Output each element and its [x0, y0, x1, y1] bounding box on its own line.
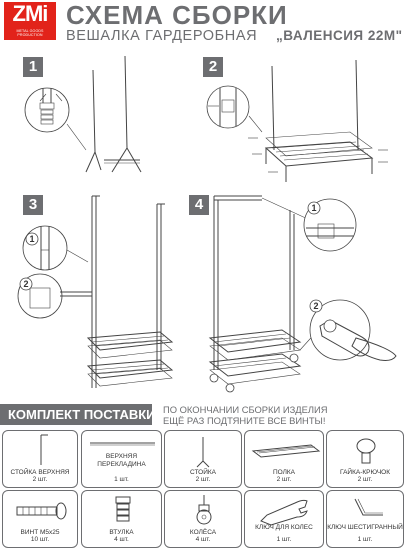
kit-item-label: СТОЙКА — [189, 469, 216, 476]
page-subtitle: ВЕШАЛКА ГАРДЕРОБНАЯ — [66, 28, 258, 44]
step-number-2: 2 — [203, 57, 223, 77]
kit-item-top-crossbar: ВЕРХНЯЯ ПЕРЕКЛАДИНА 1 шт. — [81, 430, 162, 488]
kit-item-qty: 4 шт. — [114, 536, 129, 543]
kit-item-wheels: КОЛЁСА 4 шт. — [164, 490, 242, 548]
kit-item-label: ВЕРХНЯЯ ПЕРЕКЛАДИНА — [97, 453, 146, 468]
kit-item-qty: 2 шт. — [276, 476, 292, 483]
crossbar-icon — [90, 442, 155, 446]
kit-item-qty: 1 шт. — [114, 476, 129, 483]
kit-item-post: СТОЙКА 2 шт. — [164, 430, 242, 488]
model-name: „ВАЛЕНСИЯ 22М" — [276, 28, 403, 43]
post-icon — [196, 437, 210, 468]
kit-item-label: СТОЙКА ВЕРХНЯЯ — [10, 469, 70, 476]
bushing-icon — [115, 496, 131, 522]
kit-item-qty: 2 шт. — [195, 476, 211, 483]
screw-icon — [16, 502, 67, 520]
kit-item-qty: 1 шт. — [276, 536, 292, 543]
kit-item-qty: 2 шт. — [357, 476, 373, 483]
upper-post-icon — [40, 434, 48, 465]
kit-item-screw: ВИНТ М5х25 10 шт. — [2, 490, 78, 548]
brand-logo-text: ZMi — [12, 1, 49, 26]
shelf-icon — [251, 444, 321, 458]
kit-item-hook-nut: ГАЙКА-КРЮЧОК 2 шт. — [326, 430, 404, 488]
kit-item-qty: 4 шт. — [195, 536, 211, 543]
kit-item-label: ПОЛКА — [272, 469, 296, 476]
kit-item-bushing: ВТУЛКА 4 шт. — [81, 490, 162, 548]
callout-number: 2 — [24, 279, 29, 289]
kit-item-shelf: ПОЛКА 2 шт. — [244, 430, 324, 488]
wheel-icon — [196, 495, 212, 525]
kit-item-label: КЛЮЧ ДЛЯ КОЛЕС — [255, 524, 313, 531]
kit-item-qty: 10 шт. — [30, 536, 50, 543]
kit-item-upper-post: СТОЙКА ВЕРХНЯЯ 2 шт. — [2, 430, 78, 488]
kit-item-qty: 1 шт. — [357, 536, 373, 543]
kit-item-label: ВТУЛКА — [109, 529, 134, 536]
kit-item-qty: 2 шт. — [32, 476, 48, 483]
step-number-4: 4 — [189, 195, 209, 215]
kit-item-wheel-wrench: КЛЮЧ ДЛЯ КОЛЕС 1 шт. — [244, 490, 324, 548]
kit-item-label: КЛЮЧ ШЕСТИГРАННЫЙ — [327, 524, 403, 531]
brand-logo — [4, 2, 56, 40]
callout-number: 2 — [314, 301, 319, 311]
brand-logo-subtext: METAL GOODS PRODUCTION — [16, 29, 44, 37]
kit-item-label: КОЛЁСА — [189, 529, 217, 536]
step-number-1: 1 — [23, 57, 43, 77]
page-title: СХЕМА СБОРКИ — [66, 0, 288, 30]
hook-nut-icon — [356, 438, 376, 464]
kit-item-hex-key: КЛЮЧ ШЕСТИГРАННЫЙ 1 шт. — [326, 490, 404, 548]
kit-section-title: КОМПЛЕКТ ПОСТАВКИ — [0, 404, 156, 425]
wrench-icon — [260, 499, 308, 526]
step-number-3: 3 — [23, 195, 43, 215]
assembly-note-line-1: ПО ОКОНЧАНИИ СБОРКИ ИЗДЕЛИЯ — [163, 404, 328, 415]
kit-item-label: ГАЙКА-КРЮЧОК — [339, 469, 391, 476]
callout-number: 1 — [30, 234, 35, 244]
assembly-note-line-2: ЕЩЁ РАЗ ПОДТЯНИТЕ ВСЕ ВИНТЫ! — [163, 415, 326, 426]
kit-item-label: ВИНТ М5х25 — [20, 529, 60, 536]
callout-number: 1 — [312, 203, 317, 213]
assembly-note: ПО ОКОНЧАНИИ СБОРКИ ИЗДЕЛИЯ ЕЩЁ РАЗ ПОДТ… — [163, 404, 328, 426]
hex-key-icon — [354, 498, 383, 516]
